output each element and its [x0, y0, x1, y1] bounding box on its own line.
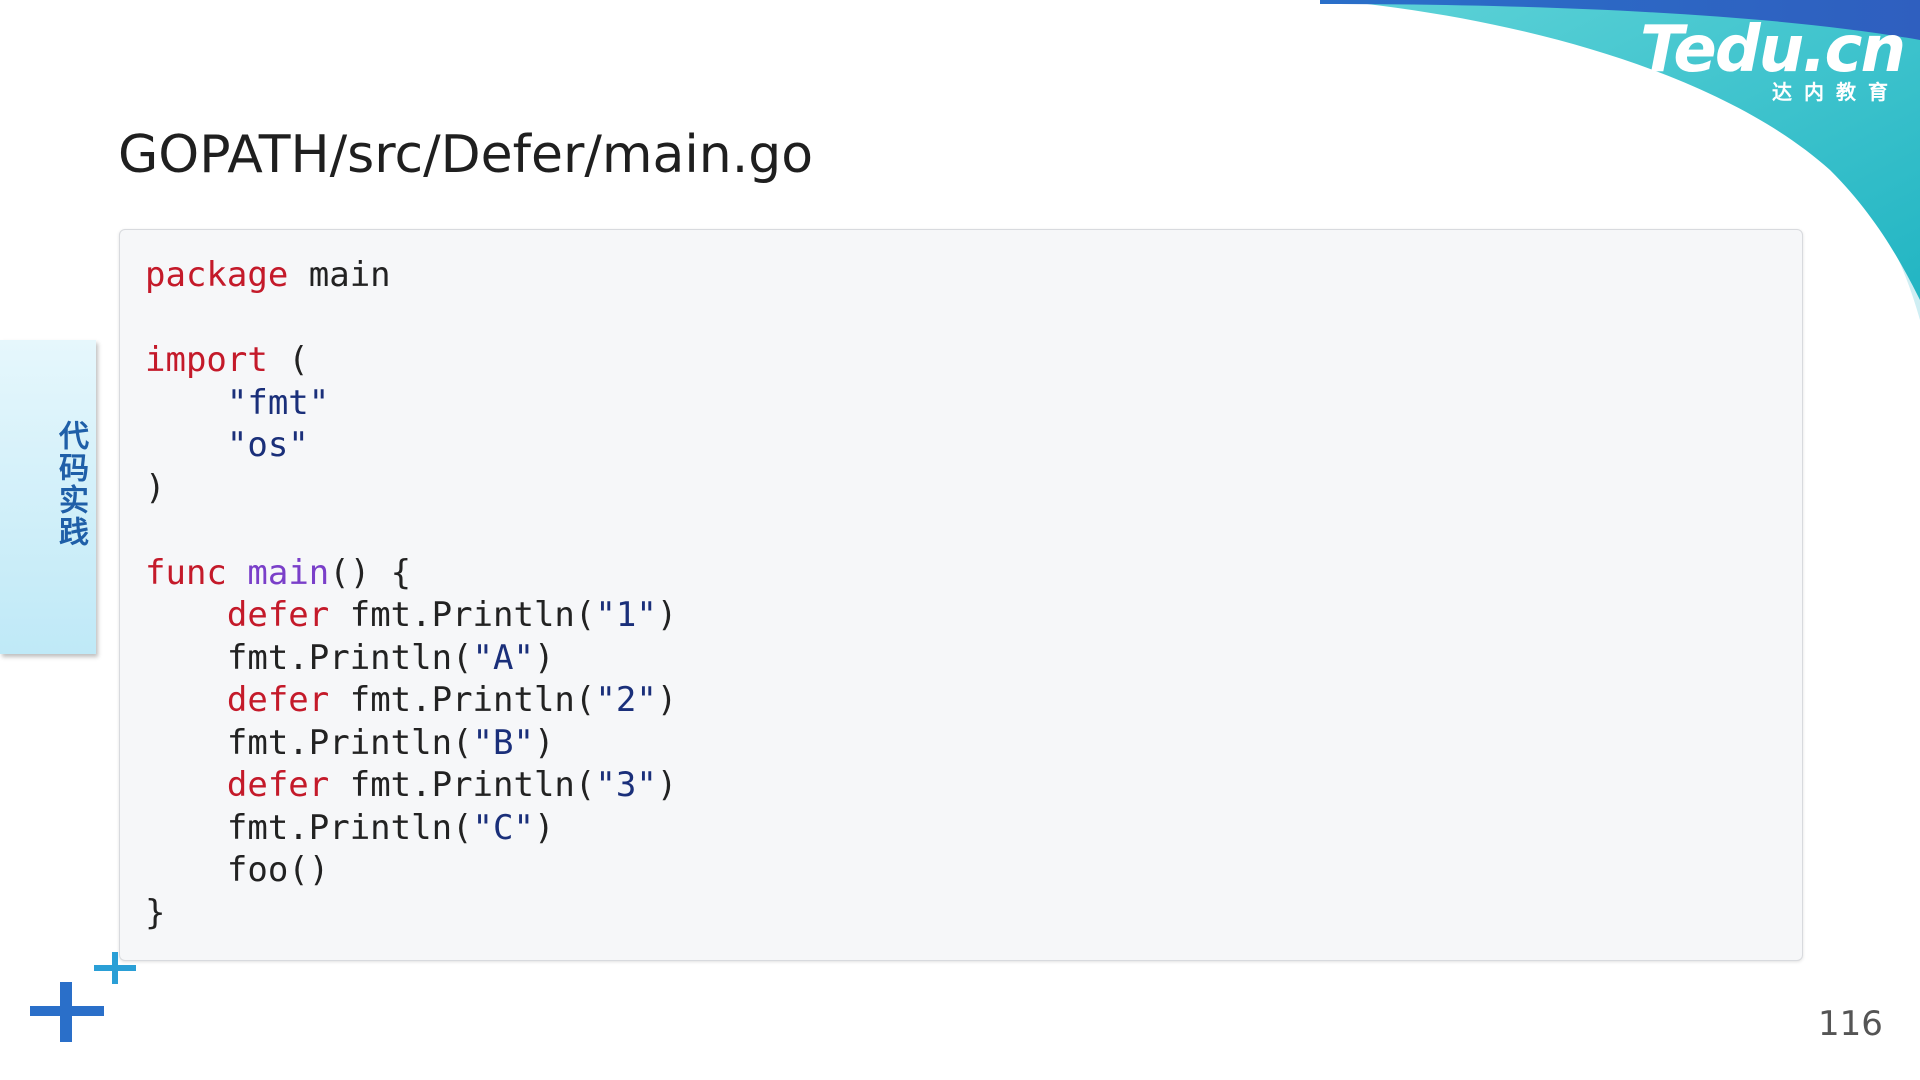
- brand-logo: Tedu.cn: [1640, 13, 1906, 87]
- call-prefix: fmt.Println(: [349, 765, 596, 805]
- import-os: "os": [226, 425, 309, 465]
- keyword-package: package: [145, 255, 289, 295]
- code-listing: package main import ( "fmt" "os" ) func …: [145, 254, 677, 934]
- import-close-paren: ): [145, 467, 166, 508]
- page-number: 116: [1818, 1004, 1883, 1044]
- call-prefix: fmt.Println(: [349, 680, 596, 720]
- side-tab-label: 代码实践: [53, 420, 88, 548]
- keyword-defer: defer: [226, 680, 330, 720]
- func-signature: () {: [329, 552, 412, 593]
- brand-logo-subtitle: 达内教育: [1772, 80, 1900, 104]
- keyword-defer: defer: [226, 765, 330, 805]
- call-suffix: ): [656, 765, 678, 805]
- plus-decoration-large-icon: [30, 982, 104, 1042]
- code-block: package main import ( "fmt" "os" ) func …: [119, 229, 1803, 961]
- call-suffix: ): [533, 637, 555, 678]
- foo-call: foo(): [226, 850, 330, 890]
- call-suffix: ): [656, 595, 678, 635]
- call-suffix: ): [533, 807, 555, 848]
- keyword-func: func: [145, 552, 227, 593]
- section-side-tab: 代码实践: [0, 340, 96, 654]
- call-prefix: fmt.Println(: [226, 637, 473, 678]
- call-suffix: ): [533, 722, 555, 763]
- call-prefix: fmt.Println(: [349, 595, 596, 635]
- header-swoosh-graphic: [1320, 0, 1920, 320]
- string-arg: "1": [595, 595, 657, 635]
- close-brace: }: [145, 892, 166, 933]
- import-open-paren: (: [267, 340, 309, 380]
- string-arg: "C": [472, 807, 534, 848]
- keyword-defer: defer: [226, 595, 330, 635]
- import-fmt: "fmt": [226, 382, 330, 423]
- code-line-package: package main: [145, 255, 391, 295]
- plus-decoration-small-icon: [94, 952, 136, 984]
- string-arg: "3": [595, 765, 657, 805]
- string-arg: "A": [472, 637, 534, 678]
- keyword-import: import: [145, 340, 268, 380]
- call-prefix: fmt.Println(: [226, 722, 473, 763]
- code-line-import: import (: [145, 340, 309, 380]
- string-arg: "2": [595, 680, 657, 720]
- string-arg: "B": [472, 722, 534, 763]
- page-title: GOPATH/src/Defer/main.go: [118, 125, 814, 185]
- package-name: main: [288, 255, 391, 295]
- code-line-func: func main() {: [145, 553, 411, 593]
- function-name-main: main: [247, 552, 330, 593]
- call-prefix: fmt.Println(: [226, 807, 473, 848]
- call-suffix: ): [656, 680, 678, 720]
